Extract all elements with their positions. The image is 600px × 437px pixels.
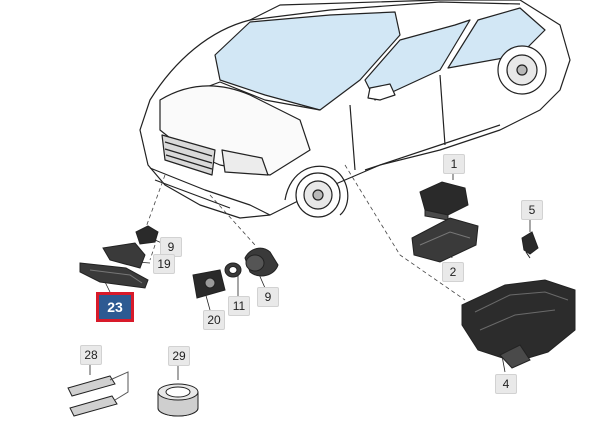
callout-11[interactable]: 11 xyxy=(228,296,250,316)
part-19-bracket[interactable] xyxy=(102,242,146,269)
part-5-sensor[interactable] xyxy=(521,231,539,259)
callout-5[interactable]: 5 xyxy=(521,200,543,220)
callout-28[interactable]: 28 xyxy=(80,345,102,365)
callout-9-lower[interactable]: 9 xyxy=(257,287,279,307)
callout-4[interactable]: 4 xyxy=(495,374,517,394)
leader-lines xyxy=(144,164,466,301)
part-11-ring[interactable] xyxy=(224,262,242,278)
part-9-clip[interactable] xyxy=(135,225,159,245)
part-20-plate[interactable] xyxy=(192,269,226,299)
part-9-sensor[interactable] xyxy=(244,247,279,277)
car-illustration xyxy=(139,0,571,219)
part-4-housing[interactable] xyxy=(461,279,576,369)
callout-19[interactable]: 19 xyxy=(153,254,175,274)
callout-1[interactable]: 1 xyxy=(443,154,465,174)
callout-23-selected[interactable]: 23 xyxy=(96,292,134,322)
part-23-bracket[interactable] xyxy=(79,262,149,289)
callout-2[interactable]: 2 xyxy=(442,262,464,282)
callout-29[interactable]: 29 xyxy=(168,346,190,366)
part-1-module[interactable] xyxy=(419,181,469,221)
callout-20[interactable]: 20 xyxy=(203,310,225,330)
part-2-bracket[interactable] xyxy=(411,217,479,263)
part-29-tape-roll[interactable] xyxy=(157,383,199,417)
part-28-cable-set[interactable] xyxy=(67,371,129,417)
